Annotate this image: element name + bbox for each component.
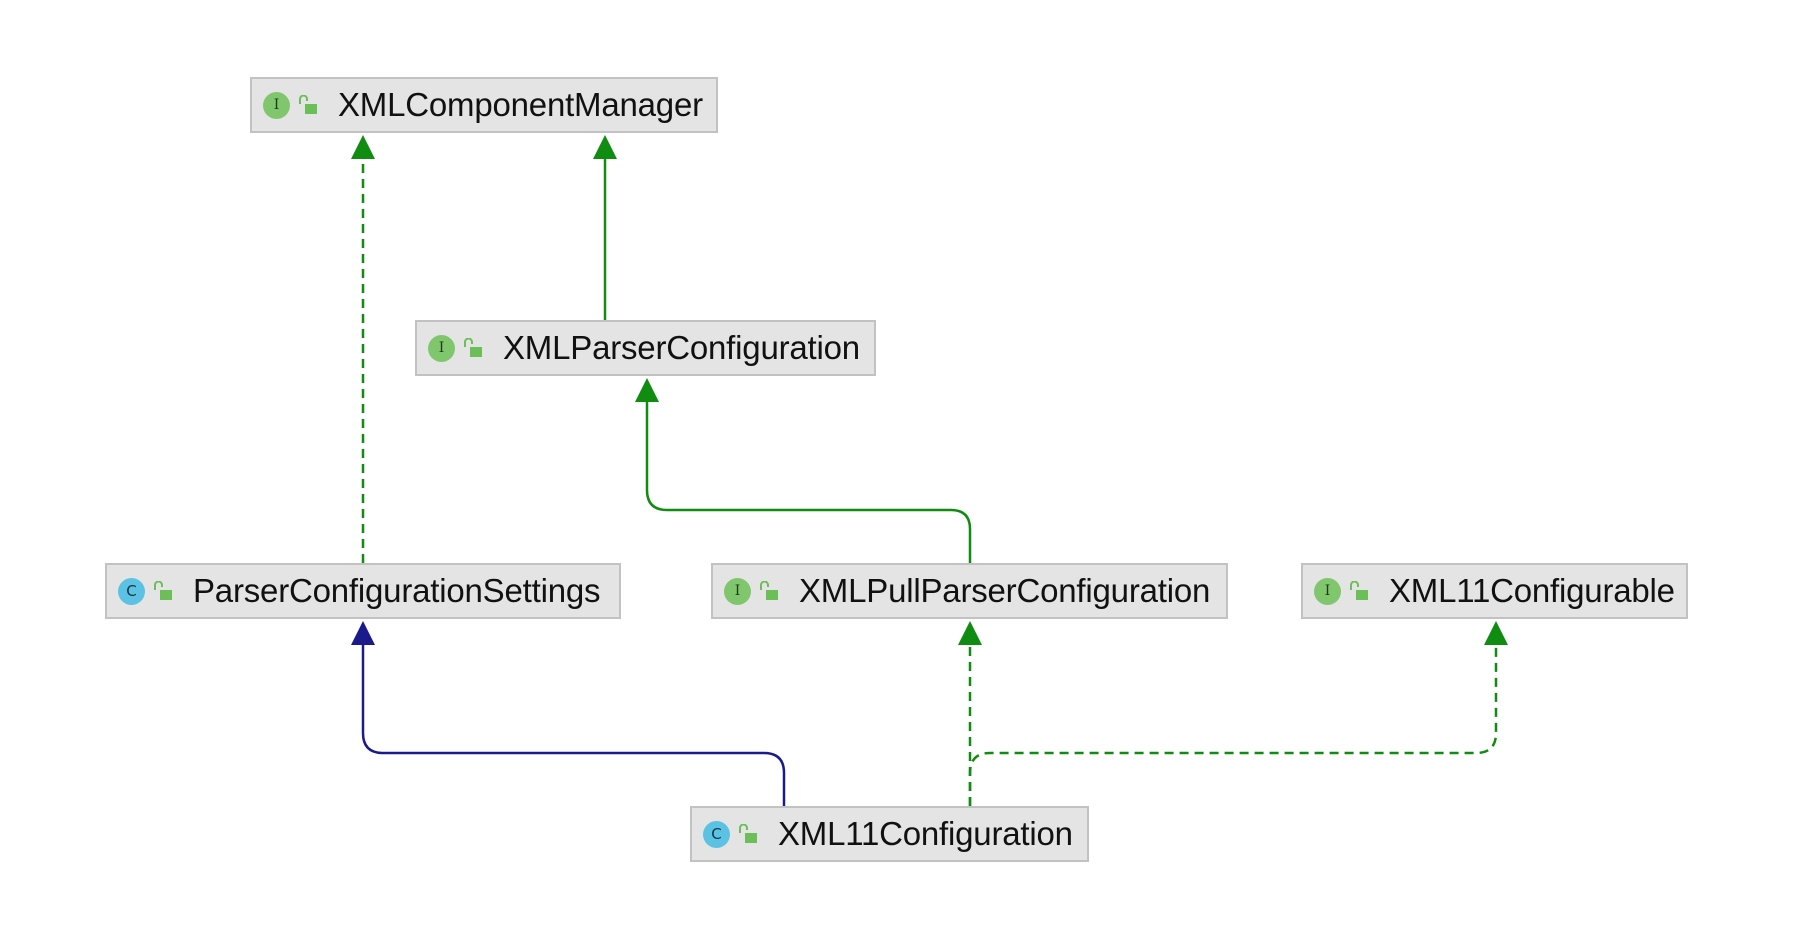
class-icon: C xyxy=(118,577,145,605)
arrowhead-icon xyxy=(1484,621,1508,645)
edge-xml11-configuration-to-parser-configuration-settings xyxy=(361,638,786,806)
node-xml11-configurable[interactable]: I XML11Configurable xyxy=(1301,563,1688,619)
arrowhead-icon xyxy=(351,135,375,159)
unlocked-icon xyxy=(154,581,172,600)
interface-icon: I xyxy=(428,334,455,362)
node-label: ParserConfigurationSettings xyxy=(193,572,601,609)
node-label: XMLComponentManager xyxy=(338,86,703,123)
unlocked-icon xyxy=(739,824,757,843)
arrowhead-icon xyxy=(351,621,375,645)
edge-xml11-configuration-to-xml11-configurable xyxy=(968,638,1498,806)
arrowhead-icon xyxy=(958,621,982,645)
interface-icon: I xyxy=(263,91,290,119)
node-label: XML11Configurable xyxy=(1389,572,1675,609)
unlocked-icon xyxy=(760,581,778,600)
node-xml11-configuration[interactable]: C XML11Configuration xyxy=(690,806,1089,862)
unlocked-icon xyxy=(1350,581,1368,600)
node-label: XML11Configuration xyxy=(778,815,1073,852)
interface-icon: I xyxy=(1314,577,1341,605)
unlocked-icon xyxy=(299,95,317,114)
node-xml-pull-parser-configuration[interactable]: I XMLPullParserConfiguration xyxy=(711,563,1228,619)
edge-xml-pull-parser-configuration-to-xml-parser-configuration xyxy=(645,395,972,563)
interface-icon: I xyxy=(724,577,751,605)
unlocked-icon xyxy=(464,338,482,357)
arrowhead-icon xyxy=(635,378,659,402)
class-icon: C xyxy=(703,820,730,848)
node-xml-component-manager[interactable]: I XMLComponentManager xyxy=(250,77,718,133)
node-parser-configuration-settings[interactable]: C ParserConfigurationSettings xyxy=(105,563,621,619)
node-label: XMLParserConfiguration xyxy=(503,329,860,366)
node-xml-parser-configuration[interactable]: I XMLParserConfiguration xyxy=(415,320,876,376)
arrowhead-icon xyxy=(593,135,617,159)
node-label: XMLPullParserConfiguration xyxy=(799,572,1211,609)
